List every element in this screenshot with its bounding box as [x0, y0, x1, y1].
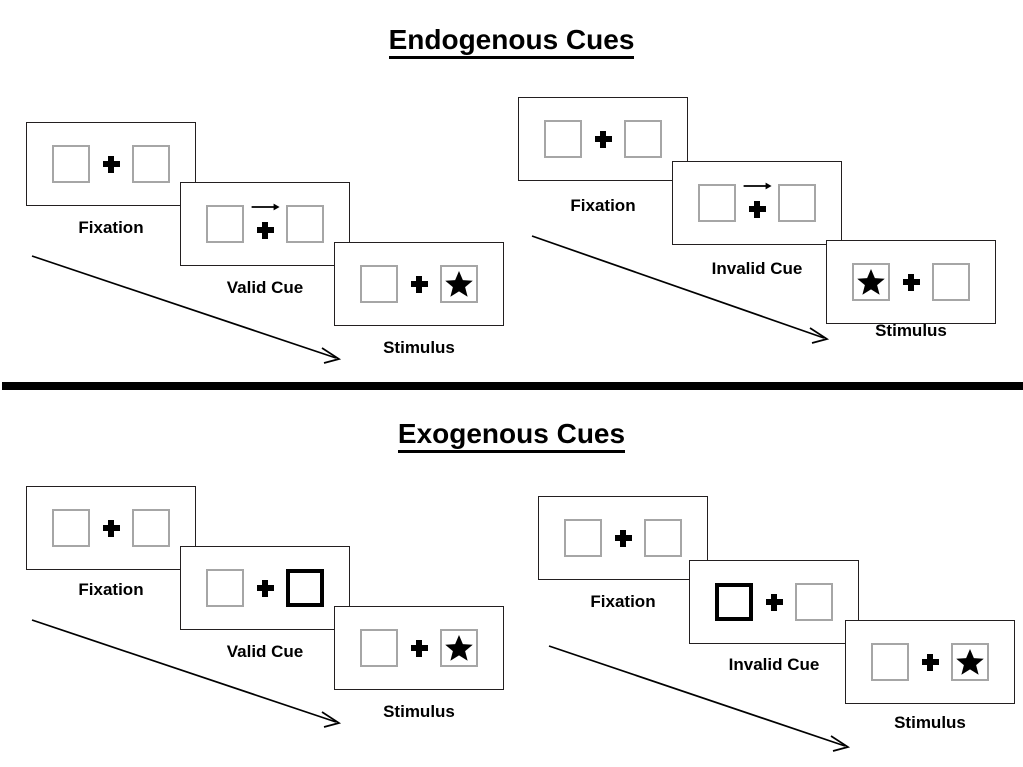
star-icon	[956, 649, 984, 675]
cell-right	[624, 120, 662, 158]
panel-content	[690, 561, 858, 643]
panel-exogenous-invalid-stimulus	[845, 620, 1015, 704]
panel-content	[27, 487, 195, 569]
panel-content	[335, 607, 503, 689]
fixation-cross-icon	[921, 653, 939, 671]
fixation-slot	[582, 115, 624, 163]
panel-exogenous-valid-stimulus	[334, 606, 504, 690]
panel-content	[673, 162, 841, 244]
fixation-slot	[909, 638, 951, 686]
cell-left	[52, 145, 90, 183]
panel-exogenous-valid-fixation	[26, 486, 196, 570]
fixation-slot	[398, 260, 440, 308]
caption-exogenous-invalid-stimulus: Stimulus	[894, 713, 966, 732]
panel-content	[335, 243, 503, 325]
cell-left-cued	[715, 583, 753, 621]
star-icon	[445, 635, 473, 661]
caption-endogenous-invalid-fixation: Fixation	[570, 196, 636, 215]
section-title-endogenous-text: Endogenous Cues	[388, 24, 635, 59]
panel-endogenous-invalid-fixation	[518, 97, 688, 181]
fixation-cross-icon	[256, 579, 274, 597]
cell-left	[564, 519, 602, 557]
caption-endogenous-valid-stimulus: Stimulus	[383, 338, 455, 357]
panel-exogenous-valid-cue	[180, 546, 350, 630]
caption-exogenous-valid-fixation: Fixation	[78, 580, 144, 599]
cell-left	[206, 569, 244, 607]
section-title-exogenous: Exogenous Cues	[0, 418, 1023, 453]
caption-endogenous-invalid-cue: Invalid Cue	[711, 259, 803, 278]
fixation-cross-icon	[765, 593, 783, 611]
sequence-arrow-exogenous-valid	[31, 619, 342, 728]
cell-left	[698, 184, 736, 222]
fixation-cross-icon	[410, 639, 428, 657]
panel-content	[846, 621, 1014, 703]
caption-exogenous-invalid-fixation: Fixation	[590, 592, 656, 611]
fixation-slot	[602, 514, 644, 562]
section-divider	[2, 382, 1023, 390]
cell-left	[360, 265, 398, 303]
cell-right	[932, 263, 970, 301]
fixation-cross-icon	[102, 155, 120, 173]
fixation-cross-icon	[594, 130, 612, 148]
cell-right	[795, 583, 833, 621]
fixation-cross-icon	[102, 519, 120, 537]
panel-exogenous-invalid-cue	[689, 560, 859, 644]
caption-exogenous-invalid-cue: Invalid Cue	[728, 655, 820, 674]
cell-right	[132, 509, 170, 547]
cell-right	[440, 265, 478, 303]
fixation-slot	[244, 200, 286, 248]
panel-endogenous-invalid-stimulus	[826, 240, 996, 324]
cell-left	[544, 120, 582, 158]
cell-right	[286, 205, 324, 243]
fixation-cross-icon	[410, 275, 428, 293]
panel-content	[539, 497, 707, 579]
cell-left	[360, 629, 398, 667]
sequence-arrow-exogenous-invalid	[548, 645, 851, 752]
cell-right	[778, 184, 816, 222]
fixation-slot	[244, 564, 286, 612]
caption-endogenous-valid-cue: Valid Cue	[226, 278, 304, 297]
fixation-slot	[90, 140, 132, 188]
fixation-cross-icon	[902, 273, 920, 291]
fixation-slot	[90, 504, 132, 552]
fixation-slot	[736, 179, 778, 227]
panel-content	[181, 183, 349, 265]
fixation-cross-icon	[256, 221, 274, 239]
cell-left	[852, 263, 890, 301]
cell-right	[951, 643, 989, 681]
fixation-cross-icon	[748, 200, 766, 218]
cue-arrow-right-icon	[743, 182, 772, 190]
cell-left	[52, 509, 90, 547]
star-icon	[445, 271, 473, 297]
panel-endogenous-valid-cue	[180, 182, 350, 266]
caption-exogenous-valid-stimulus: Stimulus	[383, 702, 455, 721]
panel-content	[181, 547, 349, 629]
panel-endogenous-valid-stimulus	[334, 242, 504, 326]
panel-endogenous-invalid-cue	[672, 161, 842, 245]
caption-endogenous-valid-fixation: Fixation	[78, 218, 144, 237]
section-title-exogenous-text: Exogenous Cues	[397, 418, 626, 453]
panel-content	[519, 98, 687, 180]
panel-content	[27, 123, 195, 205]
fixation-slot	[398, 624, 440, 672]
panel-content	[827, 241, 995, 323]
fixation-slot	[890, 258, 932, 306]
section-title-endogenous: Endogenous Cues	[0, 24, 1023, 59]
panel-endogenous-valid-fixation	[26, 122, 196, 206]
cell-right	[132, 145, 170, 183]
cell-right	[644, 519, 682, 557]
sequence-arrow-endogenous-invalid	[531, 235, 830, 344]
cell-right	[440, 629, 478, 667]
caption-endogenous-invalid-stimulus: Stimulus	[875, 321, 947, 340]
panel-exogenous-invalid-fixation	[538, 496, 708, 580]
sequence-arrow-endogenous-valid	[31, 255, 342, 364]
star-icon	[857, 269, 885, 295]
caption-exogenous-valid-cue: Valid Cue	[226, 642, 304, 661]
cell-left	[871, 643, 909, 681]
fixation-slot	[753, 578, 795, 626]
cell-right-cued	[286, 569, 324, 607]
fixation-cross-icon	[614, 529, 632, 547]
cell-left	[206, 205, 244, 243]
cue-arrow-right-icon	[251, 203, 280, 211]
